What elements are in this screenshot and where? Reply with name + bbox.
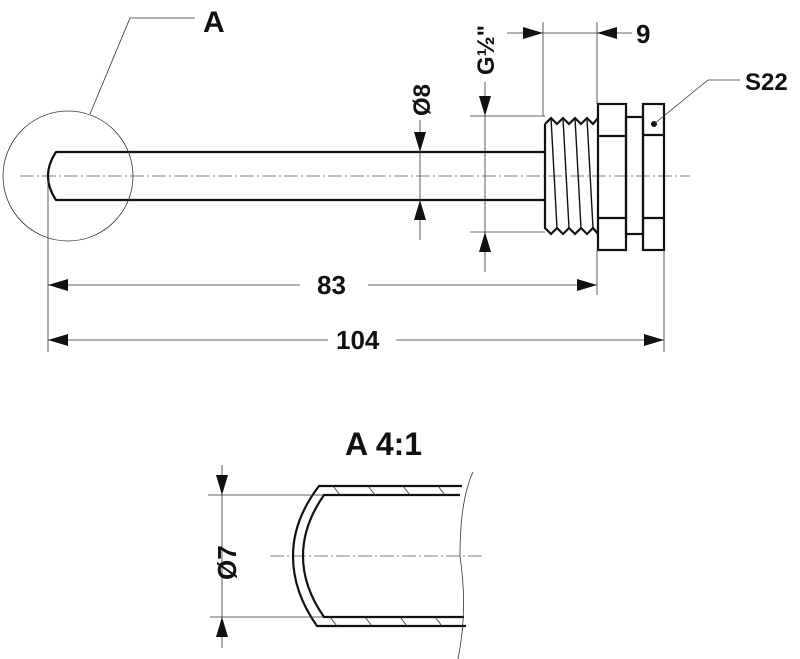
- svg-text:9: 9: [636, 19, 650, 49]
- dimension-lengths: 83 104: [47, 180, 665, 355]
- s22-leader: [653, 79, 740, 125]
- dimension-thread: G½": [470, 25, 545, 272]
- detail-leader: [89, 17, 195, 115]
- thread: [543, 116, 599, 236]
- detail-title: A 4:1: [345, 426, 422, 462]
- svg-text:G½": G½": [473, 25, 500, 75]
- detail-circle: [2, 110, 134, 242]
- break-line: [457, 471, 474, 659]
- hex-nut: [596, 102, 666, 252]
- svg-text:Ø8: Ø8: [409, 84, 436, 116]
- detail-diameter-label: Ø7: [212, 545, 242, 580]
- across-flats-label: S22: [745, 69, 788, 96]
- main-view: S22 A 9 G½" Ø8: [2, 6, 788, 355]
- dimension-diameter: Ø8: [409, 84, 436, 240]
- svg-text:104: 104: [336, 325, 380, 355]
- detail-marker: A: [203, 6, 225, 39]
- svg-text:83: 83: [317, 270, 346, 300]
- dimension-hex-length: 9: [507, 19, 650, 116]
- tube-inner-wall: [301, 493, 464, 619]
- tube-outer-wall: [291, 484, 466, 628]
- wall-hatching: [329, 485, 446, 627]
- detail-view: A 4:1 Ø7: [208, 426, 485, 659]
- protection-tube: [46, 150, 545, 202]
